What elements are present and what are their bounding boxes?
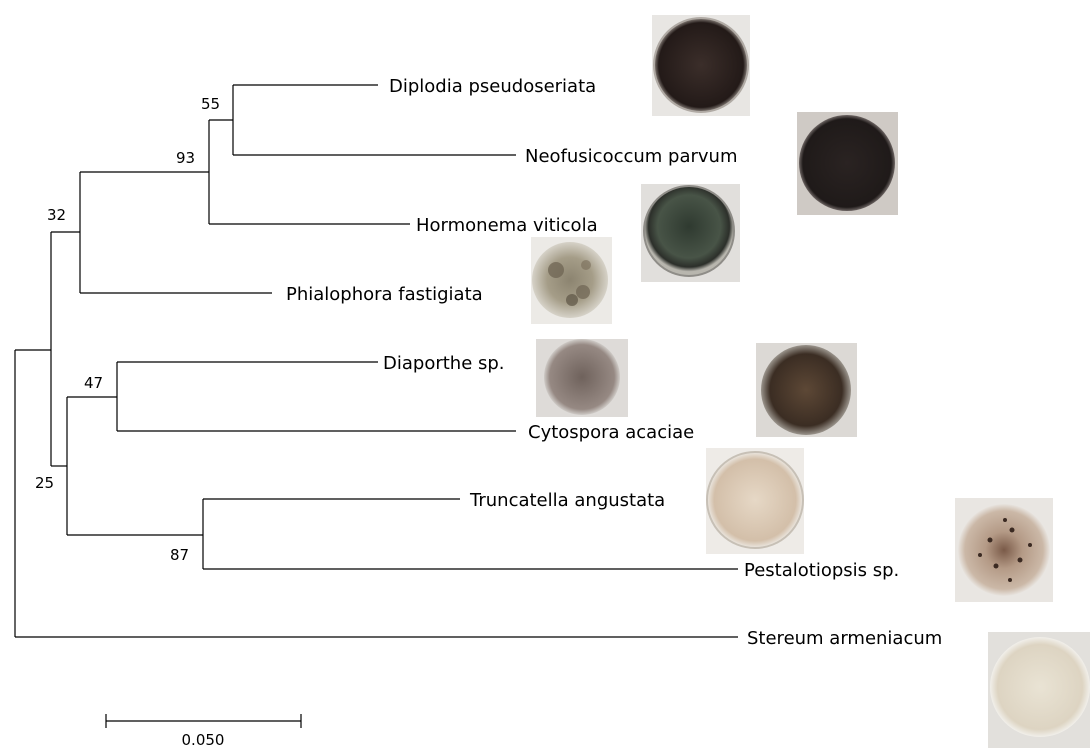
culture-photo-hormonema (641, 184, 740, 282)
support-value-87: 87 (170, 546, 189, 564)
culture-photo-diplodia (652, 15, 750, 116)
culture-photo-truncatella (706, 448, 804, 554)
culture-photo-diaporthe (536, 339, 628, 417)
support-values: 55 93 32 47 25 87 (35, 95, 220, 564)
taxon-label-stereum: Stereum armeniacum (747, 628, 942, 649)
taxon-label-diplodia: Diplodia pseudoseriata (389, 76, 596, 97)
support-value-25: 25 (35, 474, 54, 492)
support-value-55: 55 (201, 95, 220, 113)
branches (15, 85, 738, 637)
taxon-label-hormonema: Hormonema viticola (416, 215, 598, 236)
culture-photo-neofusicoccum (797, 112, 898, 215)
taxon-label-phialophora: Phialophora fastigiata (286, 284, 483, 305)
support-value-93: 93 (176, 149, 195, 167)
taxon-label-diaporthe: Diaporthe sp. (383, 353, 505, 374)
taxon-label-cytospora: Cytospora acaciae (528, 422, 694, 443)
support-value-32: 32 (47, 206, 66, 224)
taxon-label-pestalotiopsis: Pestalotiopsis sp. (744, 560, 899, 581)
taxon-label-neofusicoccum: Neofusicoccum parvum (525, 146, 738, 167)
culture-photo-pestalotiopsis (955, 498, 1053, 602)
scale-bar: 0.050 (106, 714, 301, 748)
culture-photo-cytospora (756, 343, 857, 437)
support-value-47: 47 (84, 374, 103, 392)
taxon-label-truncatella: Truncatella angustata (469, 490, 665, 511)
scale-bar-label: 0.050 (182, 731, 225, 748)
culture-photo-stereum (988, 632, 1090, 748)
culture-photo-phialophora (531, 237, 612, 324)
